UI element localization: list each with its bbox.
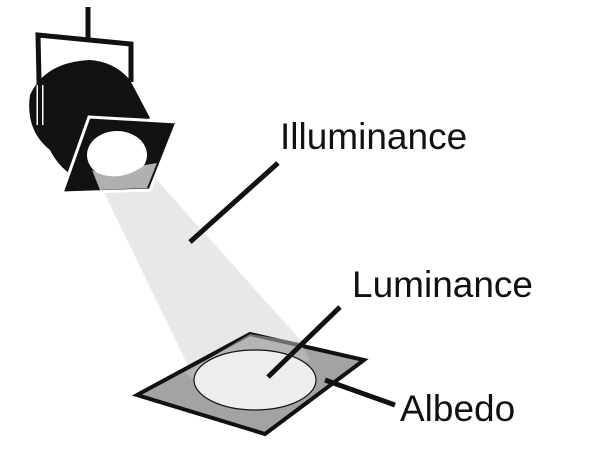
luminance-label: Luminance [352, 264, 534, 305]
light-spot [193, 349, 317, 411]
luminance-pointer [266, 305, 342, 379]
albedo-pointer [324, 377, 396, 408]
spotlight-icon [29, 7, 180, 195]
albedo-label: Albedo [400, 388, 516, 429]
illuminance-label: Illuminance [280, 116, 468, 157]
light-beam [98, 178, 305, 380]
illuminance-pointer [188, 161, 280, 244]
